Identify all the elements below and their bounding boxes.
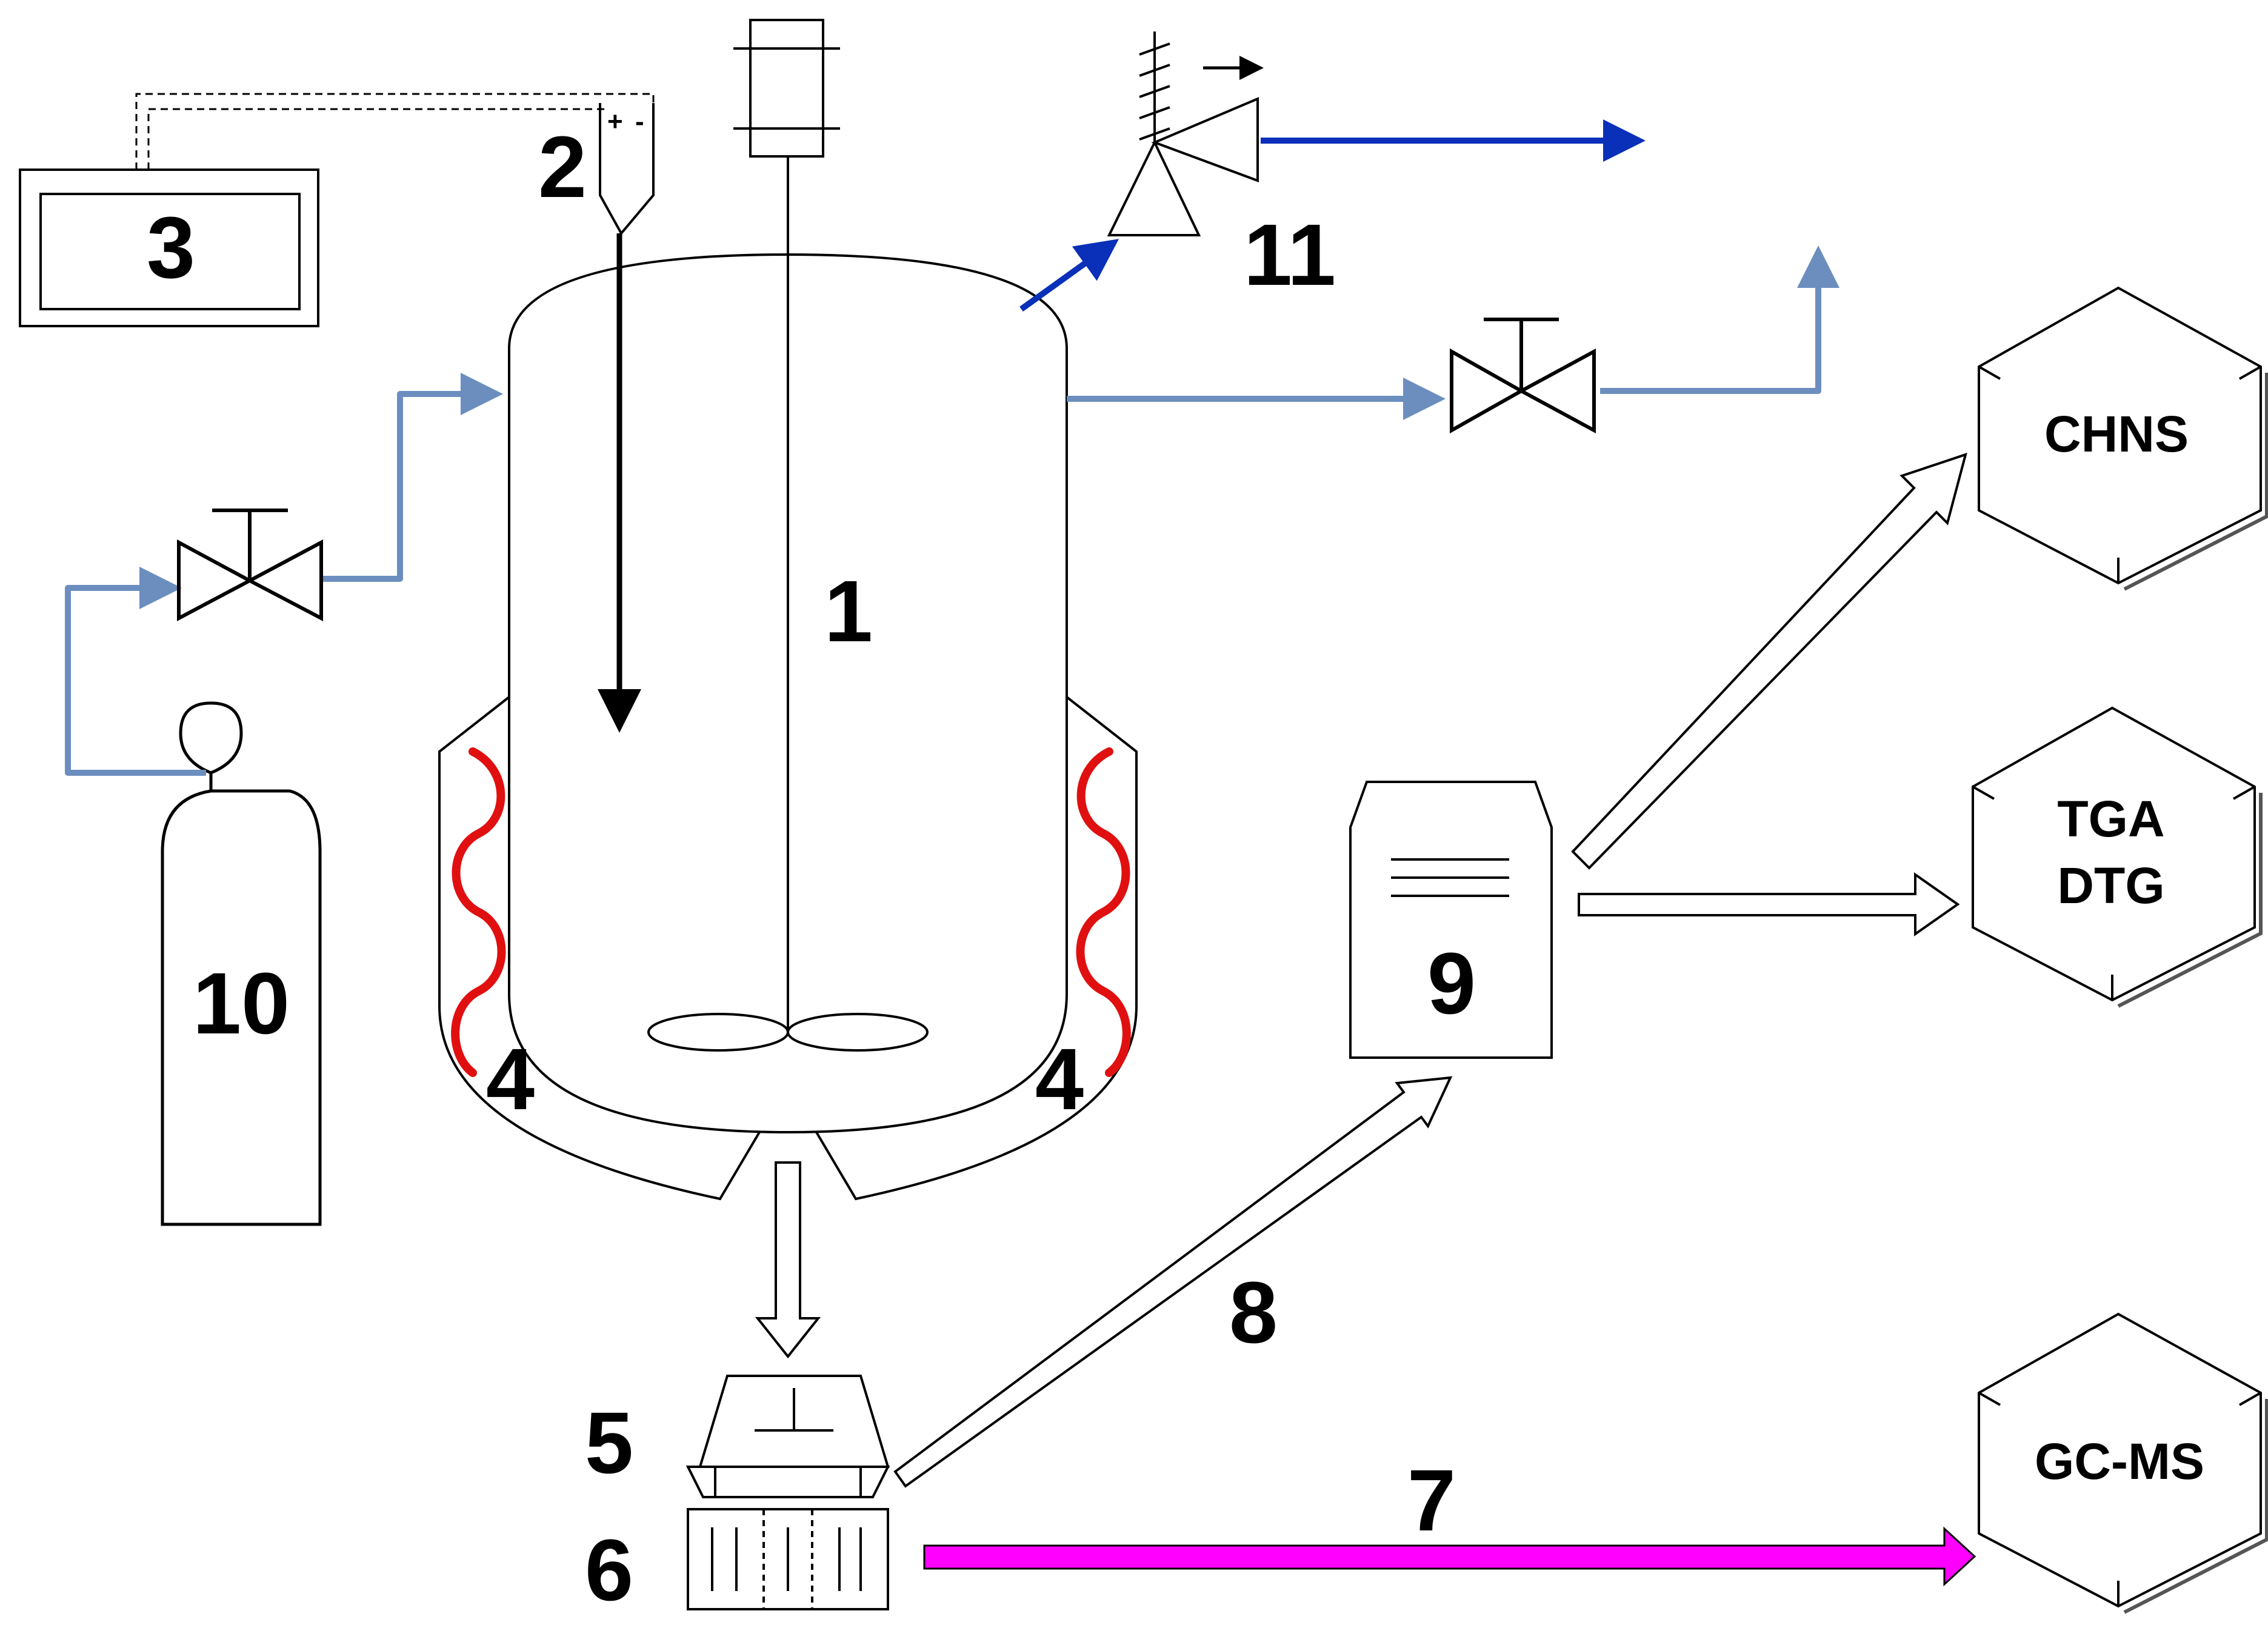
outlet-valve — [1450, 318, 1596, 434]
tga-label: TGA — [2057, 790, 2164, 847]
heater-coils — [451, 747, 1131, 1077]
label-gas-meter: 11 — [1244, 206, 1336, 304]
reactor-outlet-arrow — [755, 1161, 821, 1359]
chns-label: CHNS — [2044, 405, 2189, 462]
liquid-product-arrow — [923, 1526, 1976, 1587]
label-heater-right: 4 — [1035, 1030, 1084, 1128]
solid-product-bag — [1349, 781, 1553, 1059]
arrow-to-tga — [1578, 872, 1960, 936]
label-thermocouple: 2 — [538, 118, 587, 216]
solid-product-arrow — [893, 1076, 1453, 1488]
gas-flow-meter — [1019, 32, 1646, 312]
gas-cylinder — [161, 701, 322, 1226]
tga-analyzer-cube — [1972, 706, 2263, 1008]
inlet-valve — [177, 509, 323, 621]
label-liquid-stream: 7 — [1407, 1452, 1456, 1549]
gas-feed-line — [65, 373, 503, 776]
label-collector: 6 — [585, 1521, 633, 1619]
temperature-controller — [19, 168, 319, 327]
arrow-to-chns — [1571, 452, 1967, 870]
label-heater-left: 4 — [486, 1030, 535, 1128]
controller-wiring — [135, 93, 655, 170]
liquid-collector — [687, 1508, 889, 1610]
reactor-vessel — [508, 253, 1068, 1134]
label-solid-stream: 8 — [1229, 1264, 1278, 1361]
label-controller: 3 — [147, 199, 195, 296]
stirrer — [647, 19, 929, 1052]
label-gas-cylinder: 10 — [193, 955, 290, 1052]
label-solid-product: 9 — [1427, 935, 1476, 1032]
thermocouple-plus-sign: + — [607, 107, 623, 136]
thermocouple: + - — [598, 103, 655, 733]
heating-jacket — [438, 696, 1138, 1201]
label-filter: 5 — [585, 1394, 633, 1492]
gcms-label: GC-MS — [2035, 1433, 2204, 1490]
filter-funnel — [685, 1375, 890, 1498]
gcms-analyzer-cube — [1978, 1312, 2268, 1614]
label-reactor: 1 — [824, 562, 873, 660]
chns-analyzer-cube — [1978, 286, 2268, 591]
thermocouple-minus-sign: - — [635, 107, 644, 136]
dtg-label: DTG — [2057, 857, 2164, 914]
gas-outlet-line — [1067, 245, 1839, 420]
